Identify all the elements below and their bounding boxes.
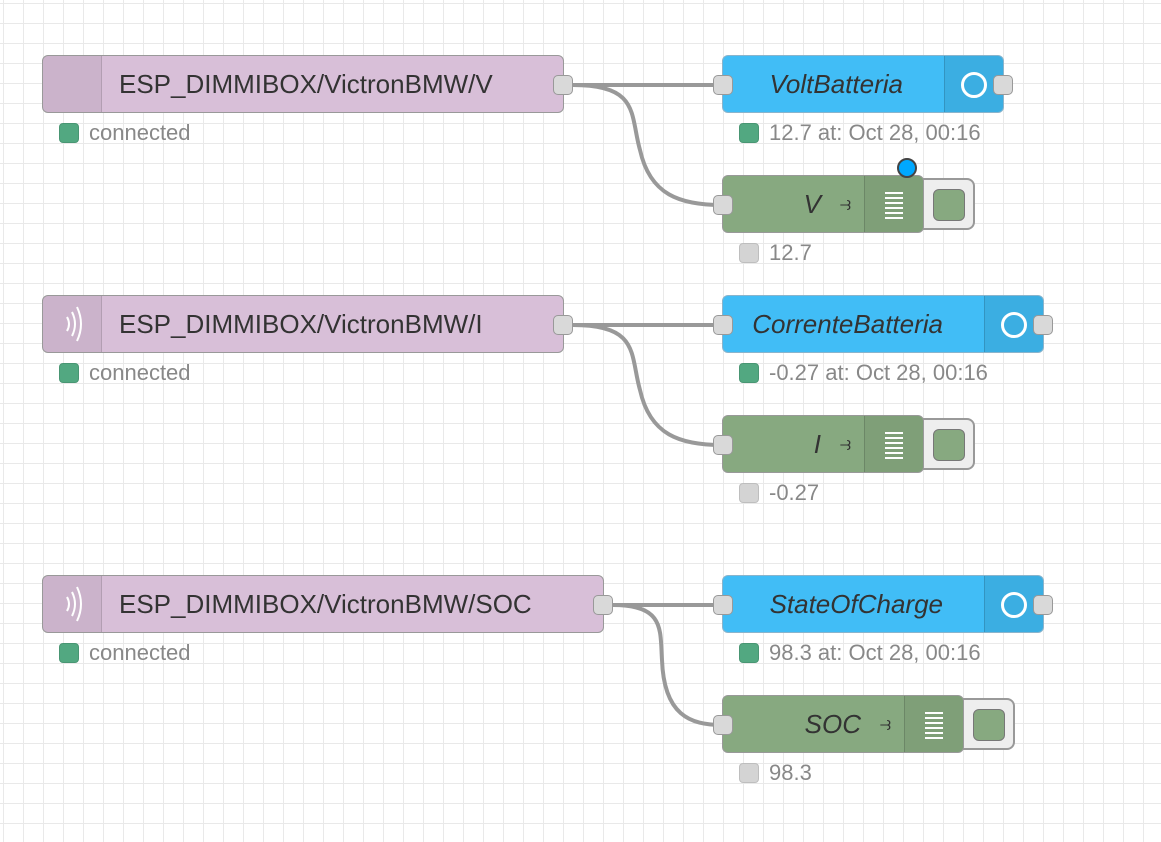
debug-toggle-button[interactable] [923,418,975,470]
mqtt-node-icon-area [43,56,102,112]
debug-node-label: I [813,429,821,459]
mqtt-node-label: ESP_DIMMIBOX/VictronBMW/I [119,309,483,339]
debug-toggle-button[interactable] [963,698,1015,750]
status-dot-icon [739,243,759,263]
status-text: connected [89,640,191,665]
input-port[interactable] [713,195,733,215]
debug-node-soc[interactable]: SOC ⥽ [722,695,964,753]
list-icon [864,176,923,232]
gauge-node-label: StateOfCharge [769,589,943,619]
wire-mqtt-v-to-debug-v[interactable] [572,83,723,207]
output-port[interactable] [553,315,573,335]
mqtt-node-label: ESP_DIMMIBOX/VictronBMW/V [119,69,493,99]
toggle-indicator [973,709,1005,741]
status-dot-icon [739,643,759,663]
wire-mqtt-soc-to-debug-soc[interactable] [612,603,723,727]
status-dot-icon [59,363,79,383]
mqtt-in-node-soc[interactable]: ESP_DIMMIBOX/VictronBMW/SOC [42,575,604,633]
status-text: connected [89,120,191,145]
output-port[interactable] [1033,315,1053,335]
input-port[interactable] [713,595,733,615]
debug-node-v[interactable]: V ⥽ [722,175,924,233]
output-port[interactable] [593,595,613,615]
gauge-node-label: CorrenteBatteria [752,309,943,339]
output-port[interactable] [553,75,573,95]
wire-mqtt-i-to-debug-i[interactable] [572,323,723,447]
status-dot-icon [59,123,79,143]
status-dot-icon [59,643,79,663]
mqtt-node-icon-area [43,296,102,352]
debug-arrow-icon: ⥽ [839,193,851,215]
list-icon [904,696,963,752]
gauge-node-stateofcharge[interactable]: StateOfCharge [722,575,1044,633]
status-dot-icon [739,763,759,783]
mqtt-node-label: ESP_DIMMIBOX/VictronBMW/SOC [119,589,532,619]
status-dot-icon [739,483,759,503]
input-port[interactable] [713,315,733,335]
input-port[interactable] [713,435,733,455]
gauge-node-voltbatteria[interactable]: VoltBatteria [722,55,1004,113]
status-text: 12.7 [769,240,812,265]
ring-icon [961,72,987,98]
debug-arrow-icon: ⥽ [839,433,851,455]
toggle-indicator [933,189,965,221]
status-text: 12.7 at: Oct 28, 00:16 [769,120,981,145]
status-text: 98.3 [769,760,812,785]
status-dot-icon [739,123,759,143]
debug-arrow-icon: ⥽ [879,713,891,735]
input-port[interactable] [713,75,733,95]
debug-toggle-button[interactable] [923,178,975,230]
output-port[interactable] [993,75,1013,95]
status-text: connected [89,360,191,385]
output-port[interactable] [1033,595,1053,615]
toggle-indicator [933,429,965,461]
gauge-node-label: VoltBatteria [769,69,903,99]
input-port[interactable] [713,715,733,735]
gauge-node-correntebatteria[interactable]: CorrenteBatteria [722,295,1044,353]
bridge-icon [66,306,82,342]
mqtt-node-icon-area [43,576,102,632]
debug-node-label: SOC [804,709,861,739]
status-text: -0.27 at: Oct 28, 00:16 [769,360,988,385]
status-dot-icon [739,363,759,383]
ring-icon [1001,312,1027,338]
bridge-icon [66,586,82,622]
mqtt-in-node-i[interactable]: ESP_DIMMIBOX/VictronBMW/I [42,295,564,353]
list-icon [864,416,923,472]
status-text: -0.27 [769,480,820,505]
changed-indicator-icon [897,158,917,178]
debug-node-i[interactable]: I ⥽ [722,415,924,473]
status-text: 98.3 at: Oct 28, 00:16 [769,640,981,665]
ring-icon [1001,592,1027,618]
mqtt-in-node-v[interactable]: ESP_DIMMIBOX/VictronBMW/V [42,55,564,113]
debug-node-label: V [803,189,821,219]
